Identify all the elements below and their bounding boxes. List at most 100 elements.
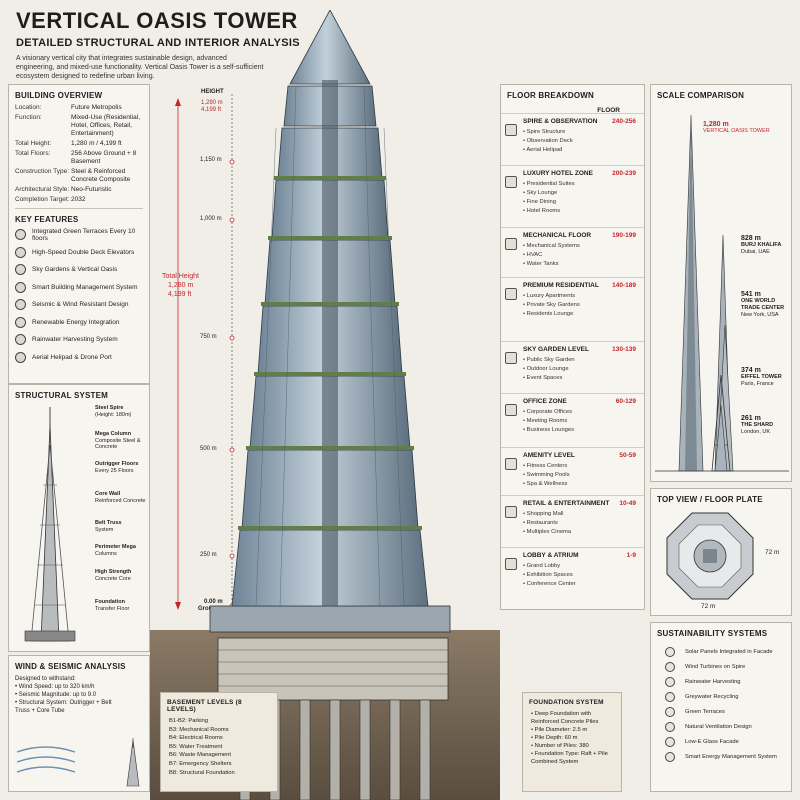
page-subtitle: DETAILED STRUCTURAL AND INTERIOR ANALYSI…	[16, 37, 300, 49]
zone-floors: 50-59	[619, 452, 636, 459]
ventilation-icon	[665, 721, 675, 732]
height-mark: 500 m	[200, 446, 217, 452]
basement-panel: BASEMENT LEVELS (8 LEVELS) B1-B2: Parkin…	[160, 692, 278, 792]
overview-value: 256 Above Ground + 8 Basement	[71, 150, 137, 165]
zone-name: SPIRE & OBSERVATION	[523, 118, 598, 125]
basement-item: B7: Emergency Shelters	[169, 760, 232, 767]
zone-item: • Meeting Rooms	[523, 418, 568, 424]
zone-floors: 10-49	[619, 500, 636, 507]
zone-item: • Event Spaces	[523, 375, 563, 381]
wind-title: WIND & SEISMIC ANALYSIS	[15, 662, 126, 671]
zone-name: LUXURY HOTEL ZONE	[523, 170, 593, 177]
basement-item: B8: Structural Foundation	[169, 769, 235, 776]
zone-item: • Grand Lobby	[523, 563, 561, 569]
basement-item: B3: Mechanical Rooms	[169, 726, 229, 733]
sustainability-title: SUSTAINABILITY SYSTEMS	[657, 629, 768, 638]
structural-label-name: Outrigger Floors	[95, 461, 139, 467]
chip-icon	[15, 281, 26, 293]
wind-seismic-panel: WIND & SEISMIC ANALYSIS Designed to with…	[8, 655, 150, 792]
scale-silhouettes	[655, 115, 789, 472]
zone-icon	[505, 404, 517, 416]
feature-item: Integrated Green Terraces Every 10 floor…	[9, 226, 149, 244]
zone-icon	[505, 458, 517, 470]
structural-label-desc: Columns	[95, 550, 117, 557]
basement-item: B4: Electrical Rooms	[169, 735, 223, 742]
foundation-panel: FOUNDATION SYSTEM • Deep Foundation with…	[522, 692, 622, 792]
overview-value: Steel & Reinforced Concrete Composite	[71, 168, 131, 183]
wind-line: Truss + Core Tube	[15, 708, 65, 714]
zone-item: • Fitness Centers	[523, 463, 568, 469]
zone-item: • Spa & Wellness	[523, 481, 568, 487]
structural-label-name: Core Wall	[95, 491, 121, 497]
structural-label-desc: (Height: 180m)	[95, 411, 132, 418]
sustainability-label: Green Terraces	[685, 708, 725, 715]
foundation-item: • Pile Depth: 60 m	[531, 735, 578, 741]
overview-row: Total Floors:256 Above Ground + 8 Baseme…	[9, 148, 149, 166]
zone-name: SKY GARDEN LEVEL	[523, 346, 589, 353]
building-overview-panel: BUILDING OVERVIEW Location:Future Metrop…	[8, 84, 150, 384]
zone-item: • Mechanical Systems	[523, 243, 580, 249]
structural-label-desc: Transfer Floor	[95, 605, 130, 612]
wave-icon	[15, 299, 26, 311]
floor-breakdown-panel: FLOOR BREAKDOWN FLOOR SPIRE & OBSERVATIO…	[500, 84, 645, 610]
zone-icon	[505, 288, 517, 300]
sustainability-label: Solar Panels Integrated in Facade	[685, 648, 773, 655]
structural-label-desc: System	[95, 526, 114, 533]
structural-label-desc: Concrete Core	[95, 575, 131, 582]
foundation-item: • Deep Foundation with Reinforced Concre…	[531, 711, 599, 725]
zone-item: • Conference Center	[523, 581, 576, 587]
overview-value: Future Metropolis	[71, 104, 122, 111]
structural-label-name: Perimeter Mega	[95, 544, 136, 550]
scale-name: EIFFEL TOWER	[741, 374, 782, 380]
zone-icon	[505, 238, 517, 250]
overview-key: Function:	[15, 114, 42, 121]
foundation-item: • Number of Piles: 380	[531, 743, 589, 749]
structural-label-desc: Composite Steel & Concrete	[95, 437, 141, 451]
elevator-icon	[15, 246, 26, 258]
zone-floors: 1-9	[626, 552, 636, 559]
feature-item: Renewable Energy Integration	[9, 314, 149, 332]
height-mark: 1,000 m	[200, 216, 222, 222]
wind-line: • Wind Speed: up to 320 km/h	[15, 684, 95, 690]
total-height-ft: 4,199 ft	[168, 291, 192, 298]
zone-name: PREMIUM RESIDENTIAL	[523, 282, 599, 289]
zone-item: • Water Tanks	[523, 261, 559, 267]
drop-icon	[15, 334, 26, 346]
plate-width-dim: 72 m	[701, 603, 716, 610]
overview-row: Construction Type:Steel & Reinforced Con…	[9, 166, 149, 184]
structural-label-name: High Strength	[95, 569, 132, 575]
basement-title: BASEMENT LEVELS	[167, 699, 234, 706]
structural-label: Steel Spire(Height: 180m)	[95, 405, 131, 418]
sustainability-label: Smart Energy Management System	[685, 753, 777, 760]
sustainability-item: Natural Ventilation Design	[651, 719, 791, 734]
zone-name: AMENITY LEVEL	[523, 452, 575, 459]
zone-icon	[505, 558, 517, 570]
zone-item: • Exhibition Spaces	[523, 572, 573, 578]
zone-item: • Restaurants	[523, 520, 558, 526]
sustainability-label: Greywater Recycling	[685, 693, 739, 700]
intro-text: A visionary vertical city that integrate…	[16, 55, 264, 80]
structural-label-name: Mega Column	[95, 431, 132, 437]
scale-main-height: 1,280 m	[703, 121, 729, 128]
structural-label-desc: Reinforced Concrete	[95, 497, 146, 504]
scale-name: ONE WORLD TRADE CENTER	[741, 298, 785, 311]
zone-item: • Multiplex Cinema	[523, 529, 572, 535]
zone-item: • Business Lounges	[523, 427, 575, 433]
helipad-icon	[15, 351, 26, 363]
overview-value: Neo-Futuristic	[71, 186, 112, 193]
overview-key: Total Height:	[15, 140, 52, 147]
floor-plate-panel: TOP VIEW / FLOOR PLATE 72 m 72 m	[650, 488, 792, 616]
overview-row: Location:Future Metropolis	[9, 102, 149, 112]
structural-title: STRUCTURAL SYSTEM	[15, 391, 109, 400]
overview-row: Total Height:1,280 m / 4,199 ft	[9, 138, 149, 148]
zone-item: • Observation Deck	[523, 138, 573, 144]
terrace-icon	[665, 706, 675, 717]
